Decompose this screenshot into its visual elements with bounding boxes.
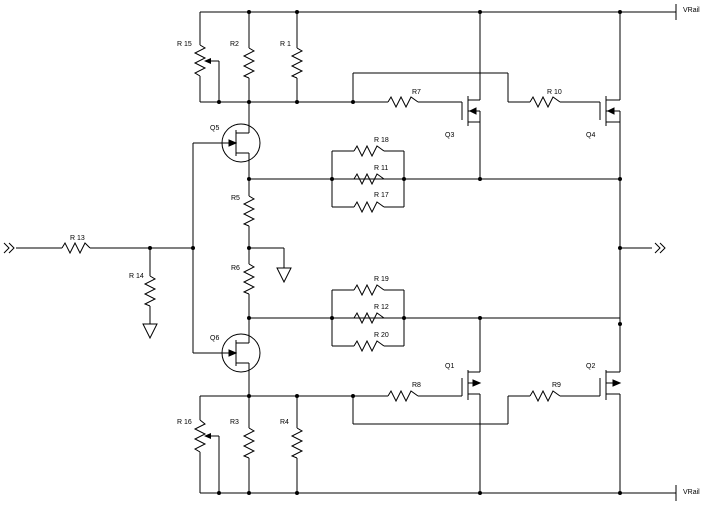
label-r18: R 18 bbox=[374, 137, 389, 144]
resistor-r13 bbox=[61, 241, 91, 255]
ground-icon-r14 bbox=[142, 323, 158, 340]
label-r2: R2 bbox=[230, 41, 239, 48]
label-r7: R7 bbox=[412, 89, 421, 96]
label-r10: R 10 bbox=[547, 89, 562, 96]
resistor-r4 bbox=[290, 427, 304, 459]
labels: VRail VRail R 15 R2 R 1 R7 R 10 Q3 Q4 Q5… bbox=[70, 7, 700, 496]
port-symbols bbox=[3, 242, 666, 254]
resistor-r2 bbox=[242, 47, 256, 79]
label-q3: Q3 bbox=[445, 132, 454, 139]
resistor-r15 bbox=[193, 44, 207, 77]
ground-icon-r6-node bbox=[276, 267, 292, 284]
label-r5: R5 bbox=[231, 195, 240, 202]
label-r3: R3 bbox=[230, 419, 239, 426]
label-q5: Q5 bbox=[210, 125, 219, 132]
output-port-icon bbox=[654, 242, 661, 254]
jfet-q5 bbox=[221, 123, 261, 163]
label-r4: R4 bbox=[280, 419, 289, 426]
label-r11: R 11 bbox=[374, 165, 388, 172]
junction-dots bbox=[148, 10, 622, 495]
label-r6: R6 bbox=[231, 265, 240, 272]
label-r19: R 19 bbox=[374, 276, 389, 283]
label-r17: R 17 bbox=[374, 192, 389, 199]
resistor-r7 bbox=[387, 95, 419, 109]
rail-label-top: VRail bbox=[683, 7, 700, 14]
mosfet-q4 bbox=[599, 96, 621, 126]
potentiometer-wipers bbox=[204, 58, 211, 439]
resistor-r5 bbox=[242, 195, 256, 227]
wiring bbox=[16, 4, 677, 501]
resistor-r12 bbox=[353, 311, 385, 325]
resistor-r10 bbox=[529, 95, 561, 109]
label-r8: R8 bbox=[412, 382, 421, 389]
resistor-r6 bbox=[242, 263, 256, 295]
label-q6: Q6 bbox=[210, 335, 219, 342]
label-r14: R 14 bbox=[129, 273, 144, 280]
ground-symbols bbox=[142, 267, 292, 340]
wiper-arrow-r15 bbox=[204, 58, 211, 64]
mosfet-q2 bbox=[599, 369, 622, 400]
resistor-r17 bbox=[353, 200, 385, 214]
resistor-r14 bbox=[143, 275, 157, 307]
label-r20: R 20 bbox=[374, 332, 389, 339]
resistor-r11 bbox=[353, 172, 385, 186]
label-r1: R 1 bbox=[280, 41, 291, 48]
resistor-r19 bbox=[353, 283, 385, 297]
label-r9: R9 bbox=[552, 382, 561, 389]
resistor-r20 bbox=[353, 339, 385, 353]
rail-label-bottom: VRail bbox=[683, 489, 700, 496]
label-q1: Q1 bbox=[445, 363, 454, 370]
jfet-q6 bbox=[221, 330, 261, 373]
label-r12: R 12 bbox=[374, 304, 389, 311]
label-r13: R 13 bbox=[70, 235, 85, 242]
resistors bbox=[61, 44, 561, 459]
resistor-r9 bbox=[529, 389, 561, 403]
wiper-arrow-r16 bbox=[204, 433, 211, 439]
label-q2: Q2 bbox=[586, 363, 595, 370]
mosfet-q1 bbox=[461, 369, 482, 400]
resistor-r1 bbox=[290, 47, 304, 79]
resistor-r18 bbox=[353, 144, 385, 158]
label-r15: R 15 bbox=[177, 41, 192, 48]
mosfet-q3 bbox=[461, 96, 481, 126]
resistor-r8 bbox=[387, 389, 419, 403]
resistor-r16 bbox=[193, 419, 207, 453]
resistor-r3 bbox=[242, 427, 256, 459]
input-port-icon bbox=[3, 242, 10, 254]
label-r16: R 16 bbox=[177, 419, 192, 426]
label-q4: Q4 bbox=[586, 132, 595, 139]
